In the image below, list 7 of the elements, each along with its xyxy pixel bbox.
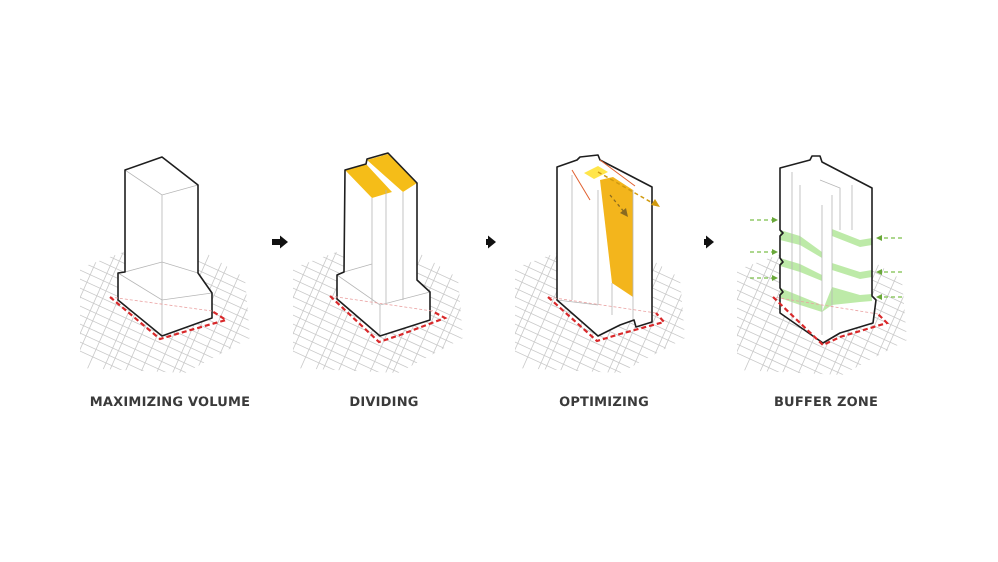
panel-title: MAXIMIZING VOLUME [90,395,250,410]
panel-title: DIVIDING [349,395,419,410]
panel-title: BUFFER ZONE [774,395,878,410]
arrow [486,238,496,246]
arrow [704,238,714,246]
panel-title: OPTIMIZING [559,395,649,410]
arrow [272,238,288,246]
